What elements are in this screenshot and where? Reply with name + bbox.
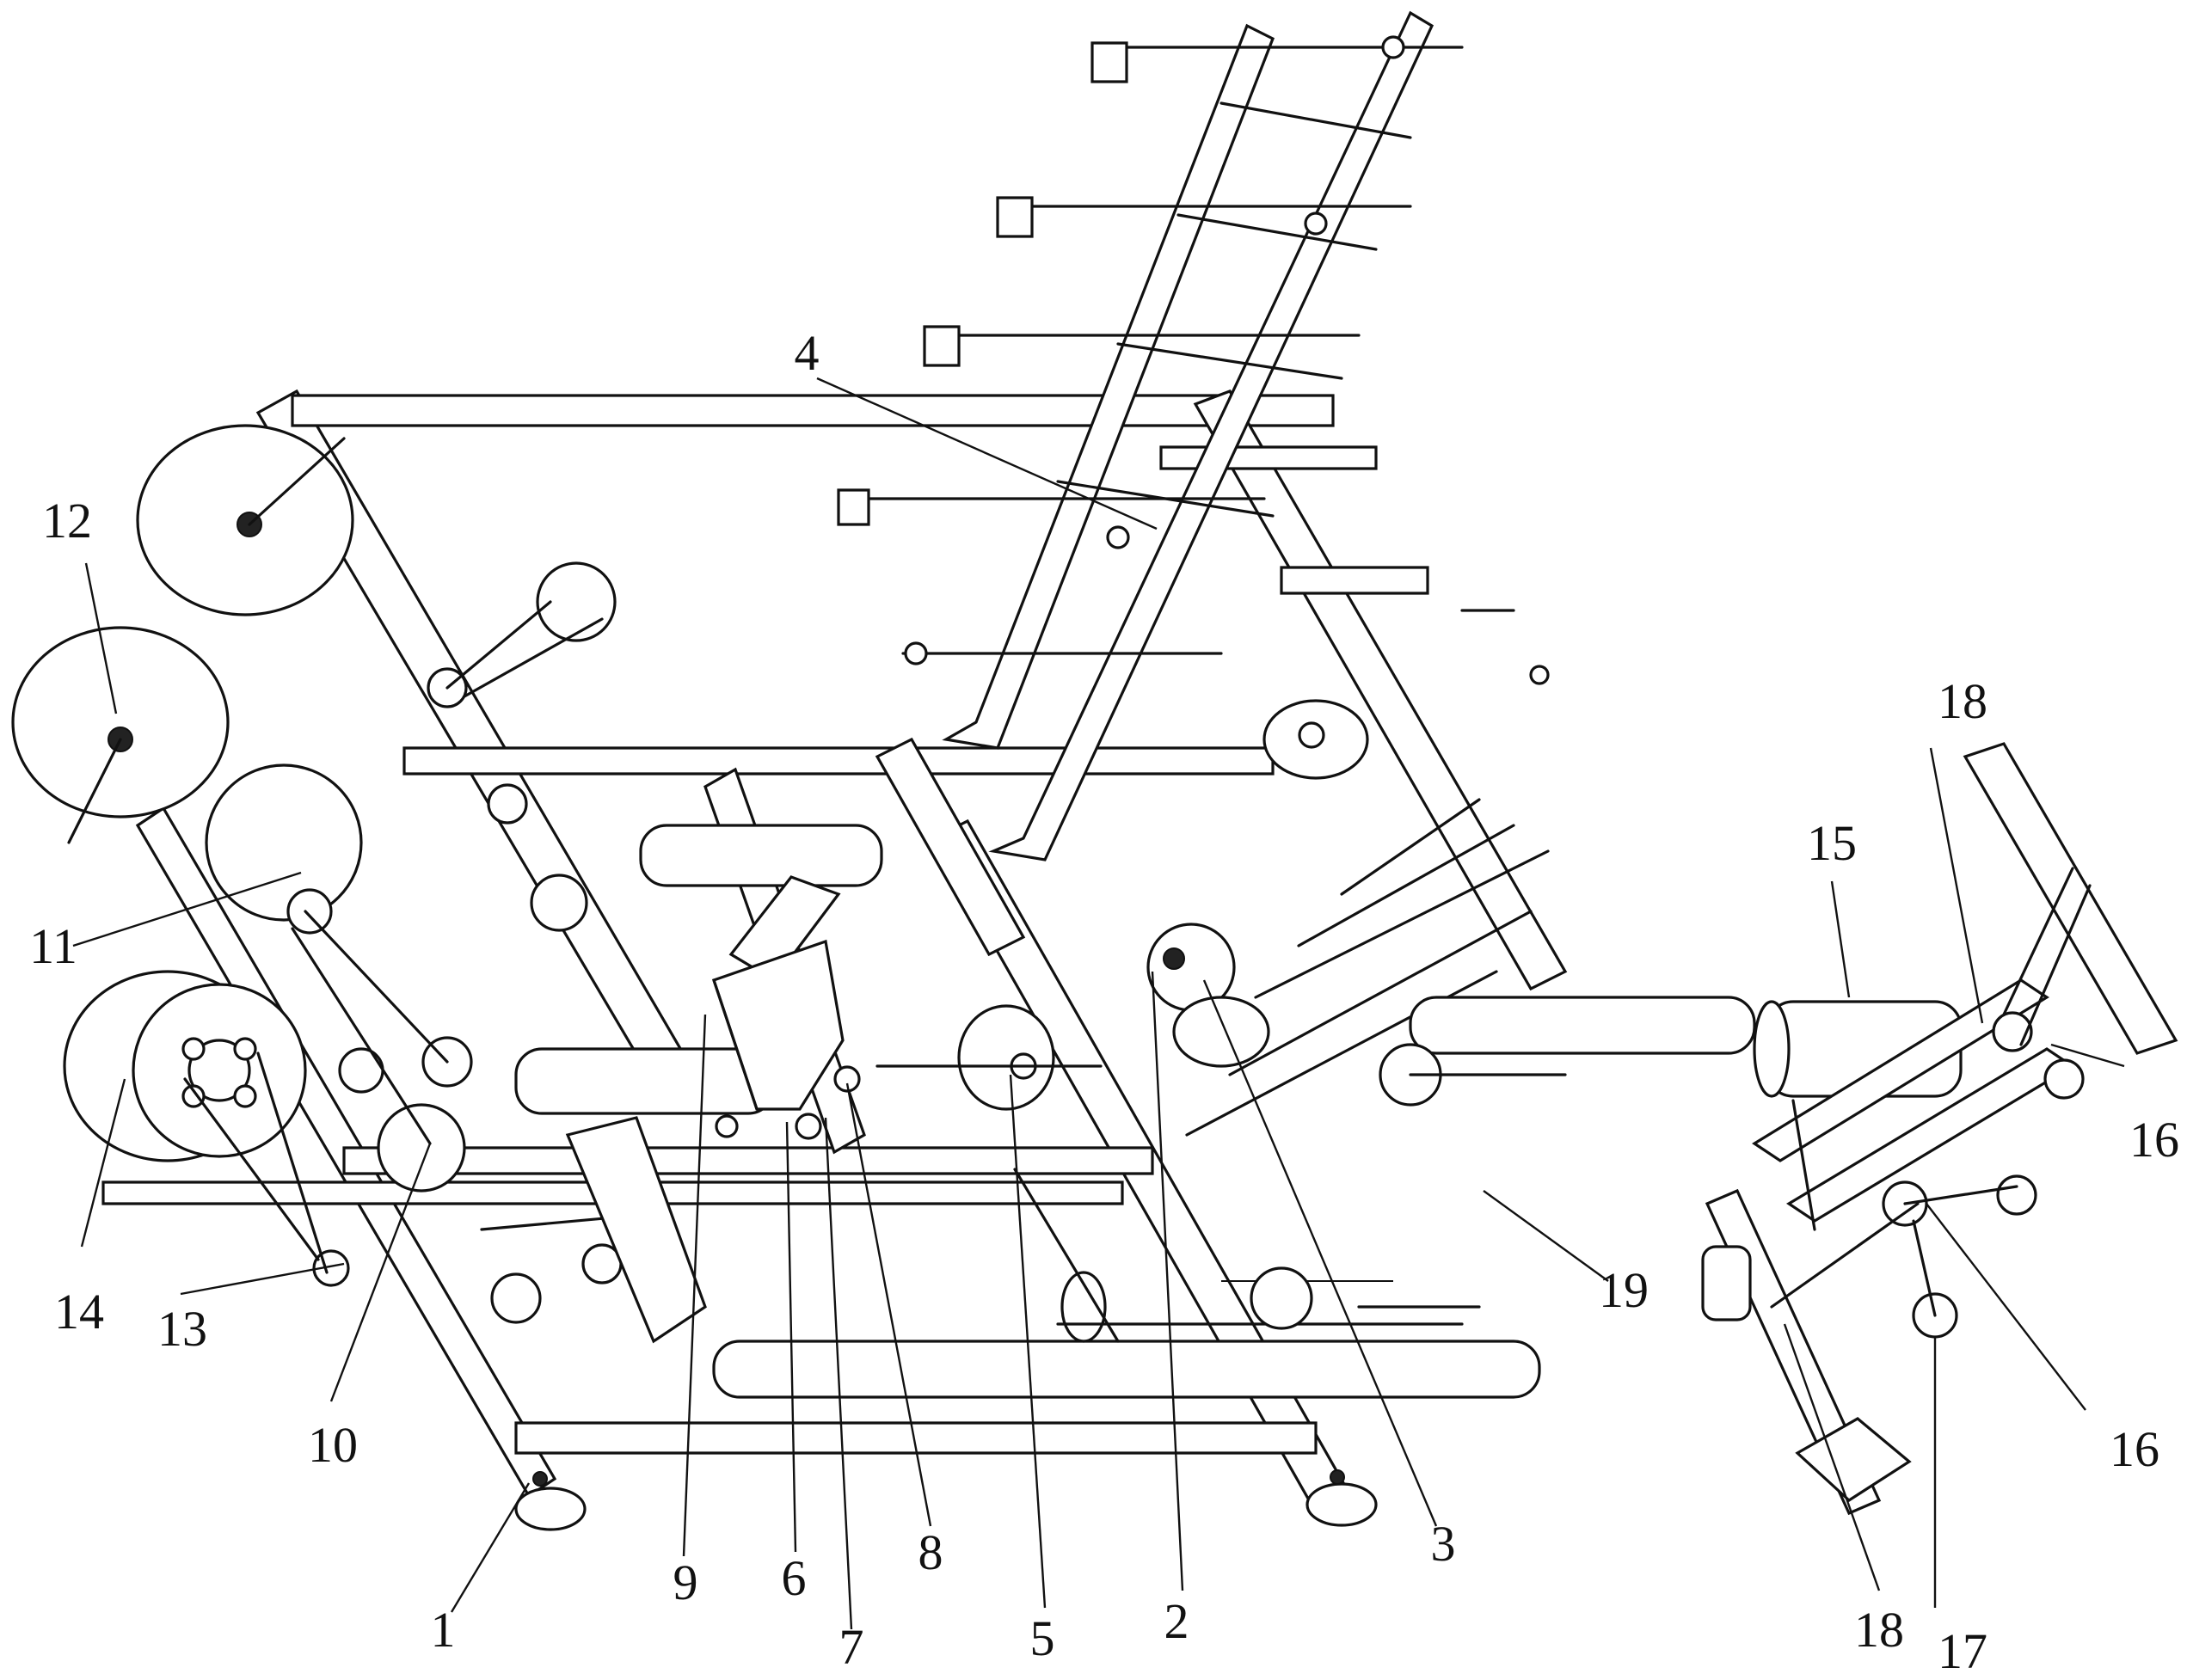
inclined-conveyor xyxy=(837,10,1464,861)
label-2: 2 xyxy=(1164,1593,1189,1649)
label-18-lower: 18 xyxy=(1854,1602,1904,1658)
part-labels: 1 2 3 4 5 6 7 8 9 10 11 12 13 14 15 16 1… xyxy=(29,325,2179,1679)
label-16-lower: 16 xyxy=(2110,1421,2159,1477)
label-5: 5 xyxy=(1030,1610,1055,1666)
label-3: 3 xyxy=(1431,1516,1456,1572)
label-13: 13 xyxy=(157,1301,207,1357)
label-8: 8 xyxy=(918,1524,943,1580)
label-6: 6 xyxy=(782,1550,807,1606)
motor-unit xyxy=(1701,742,2178,1516)
leader-lines xyxy=(72,377,2125,1630)
label-7: 7 xyxy=(839,1619,864,1675)
main-frame xyxy=(101,389,1568,1531)
central-pipes xyxy=(514,824,1756,1399)
label-10: 10 xyxy=(308,1417,358,1473)
middle-drive xyxy=(1146,609,1567,1330)
label-1: 1 xyxy=(431,1602,456,1658)
label-19: 19 xyxy=(1599,1262,1649,1318)
label-16-upper: 16 xyxy=(2129,1112,2179,1168)
label-18-upper: 18 xyxy=(1938,673,1987,729)
label-14: 14 xyxy=(54,1284,104,1340)
belt-drive xyxy=(183,561,673,1324)
label-15: 15 xyxy=(1807,815,1857,871)
label-9: 9 xyxy=(673,1554,698,1610)
label-12: 12 xyxy=(42,493,92,549)
label-17: 17 xyxy=(1938,1623,1987,1679)
label-4: 4 xyxy=(795,325,820,381)
left-reels xyxy=(11,424,363,1162)
label-11: 11 xyxy=(29,918,77,974)
